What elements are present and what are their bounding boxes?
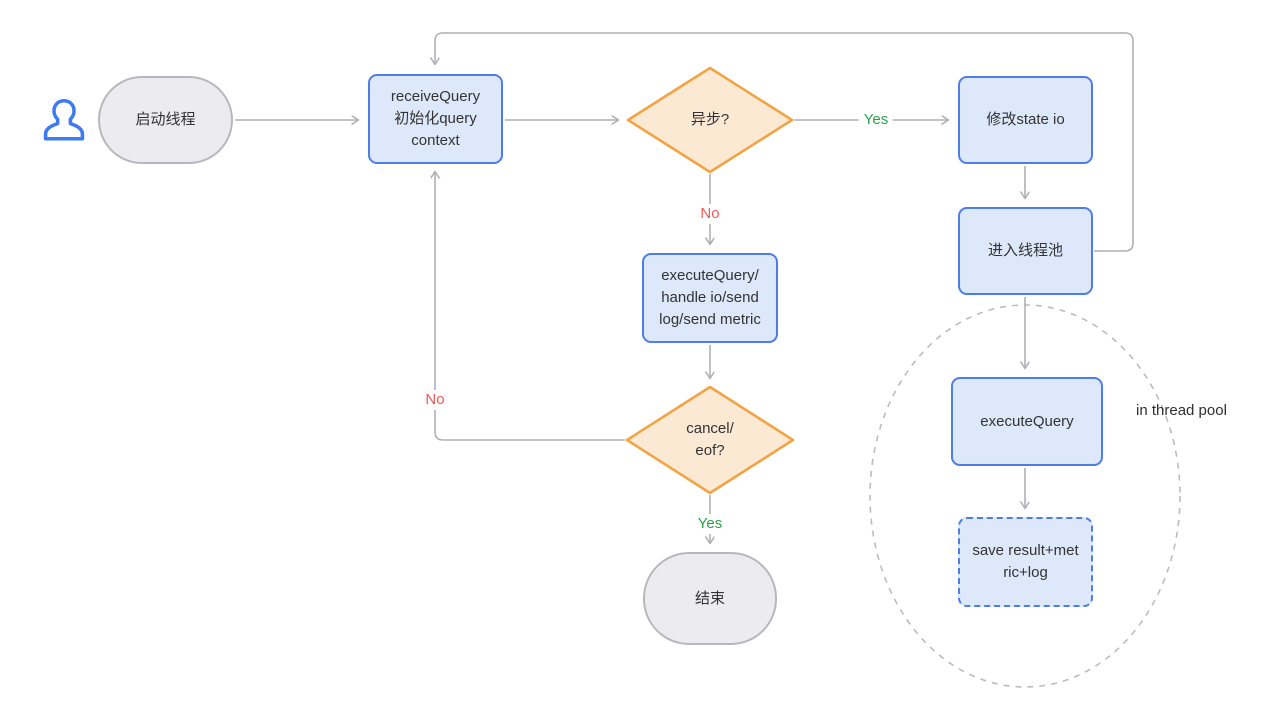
edge-label-async-no: No <box>695 204 725 224</box>
thread-pool-annotation: in thread pool <box>1136 402 1227 419</box>
node-start-thread: 启动线程 <box>98 76 233 164</box>
edge-label-cancel-yes: Yes <box>692 514 728 534</box>
node-async-decision: 异步? <box>690 111 730 129</box>
edge-label-cancel-no: No <box>420 390 450 410</box>
edge-label-async-yes: Yes <box>858 110 894 130</box>
node-execute-query-handle: executeQuery/ handle io/send log/send me… <box>642 253 778 343</box>
edge-pool-loop-receive <box>435 32 1134 252</box>
node-receive-query: receiveQuery 初始化query context <box>368 74 503 164</box>
node-end: 结束 <box>643 552 777 645</box>
cancel-decision-shape <box>625 385 795 495</box>
node-enter-thread-pool: 进入线程池 <box>958 207 1093 295</box>
node-save-result: save result+met ric+log <box>958 517 1093 607</box>
edge-cancel-receive <box>435 172 625 441</box>
node-execute-query-pool: executeQuery <box>951 377 1103 466</box>
async-decision-shape <box>626 66 794 174</box>
node-modify-state-io: 修改state io <box>958 76 1093 164</box>
user-icon <box>43 98 85 141</box>
node-cancel-eof-decision: cancel/ eof? <box>686 420 734 459</box>
